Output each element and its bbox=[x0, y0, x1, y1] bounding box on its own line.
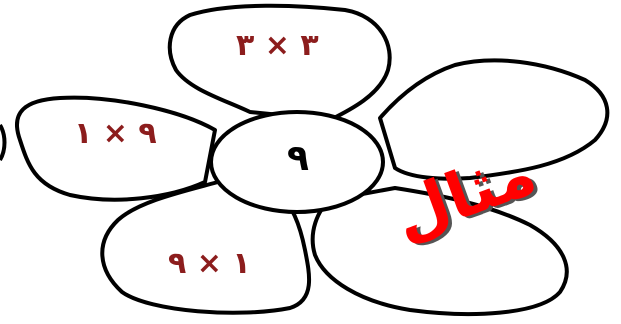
petal-left-label: ٩ × ١ bbox=[74, 116, 157, 151]
petal-bottom-left-label: ١ × ٩ bbox=[168, 246, 251, 281]
petal-top-label: ٣ × ٣ bbox=[236, 28, 319, 63]
flower-center-label: ٩ bbox=[287, 138, 309, 179]
